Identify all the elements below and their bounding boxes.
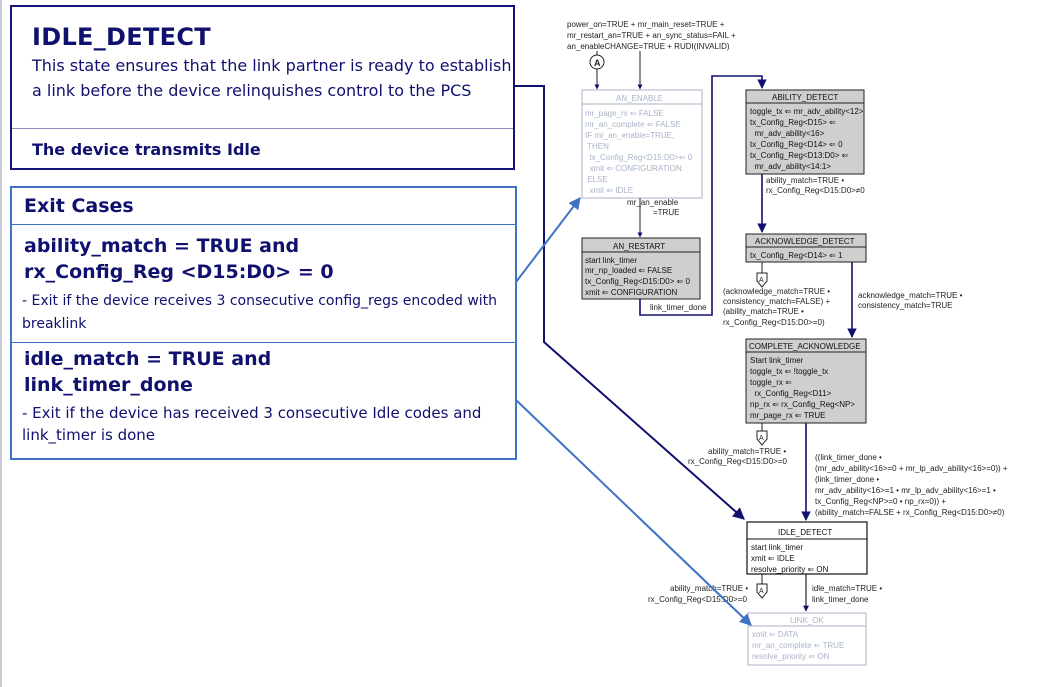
complete-exit-condition: (link_timer_done • [815, 475, 879, 484]
left-edge-strip [0, 0, 2, 687]
complete-exit-condition: (ability_match=FALSE + rx_Config_Reg<D15… [815, 508, 1005, 517]
reset-condition-line: mr_restart_an=TRUE + an_sync_status=FAIL… [567, 31, 736, 40]
ack-back-condition: rx_Config_Reg<D15:D0>=0) [723, 318, 825, 327]
panel-divider [12, 128, 513, 129]
state-ability-detect-line: tx_Config_Reg<D14> ⇐ 0 [750, 140, 843, 149]
state-complete-acknowledge-line: toggle_rx ⇐ [750, 378, 792, 387]
reset-condition-line: power_on=TRUE + mr_main_reset=TRUE + [567, 20, 725, 29]
transmit-note: The device transmits Idle [32, 140, 261, 159]
exit-case-divider [12, 342, 515, 343]
state-complete-acknowledge-line: np_rx ⇐ rx_Config_Reg<NP> [750, 400, 855, 409]
reset-condition-line: an_enableCHANGE=TRUE + RUDI(INVALID) [567, 42, 730, 51]
state-idle-detect [746, 521, 868, 575]
ack-back-condition: consistency_match=FALSE) + [723, 297, 830, 306]
state-acknowledge-detect [745, 233, 867, 263]
state-an-enable-line: ELSE [585, 175, 608, 184]
state-complete-acknowledge-title: COMPLETE_ACKNOWLEDGE [749, 342, 861, 351]
ack-back-condition: (ability_match=TRUE • [723, 307, 804, 316]
state-complete-acknowledge-line: Start link_timer [750, 356, 804, 365]
state-ability-detect-line: mr_adv_ability<16> [750, 129, 825, 138]
state-an-restart [581, 237, 701, 300]
edge-ability-label: rx_Config_Reg<D15:D0>≠0 [766, 186, 865, 195]
state-ability-detect [745, 89, 865, 175]
state-complete-acknowledge-line: rx_Config_Reg<D11> [750, 389, 832, 398]
state-ability-detect-line: toggle_tx ⇐ mr_adv_ability<12> [750, 107, 864, 116]
state-idle-detect-line: start link_timer [751, 543, 803, 552]
callout-case2-arrow [515, 399, 752, 626]
edge-enable-label: =TRUE [653, 208, 679, 217]
state-an-enable [581, 89, 703, 199]
state-ability-detect-line: tx_Config_Reg<D13:D0> ⇐ [750, 151, 849, 160]
state-idle-detect-line: xmit ⇐ IDLE [751, 554, 795, 563]
state-acknowledge-detect-title: ACKNOWLEDGE_DETECT [755, 237, 855, 246]
connector-a-small [756, 272, 768, 288]
exit-case-1-note: - Exit if the device receives 3 consecut… [22, 293, 498, 332]
state-link-ok-title: LINK_OK [790, 616, 824, 625]
idle-back-condition: ability_match=TRUE • [670, 584, 748, 593]
connector-a-small [756, 430, 768, 446]
state-acknowledge-detect-line: tx_Config_Reg<D14> ⇐ 1 [750, 251, 843, 260]
state-an-restart-line: xmit ⇐ CONFIGURATION [585, 288, 678, 297]
state-an-enable-line: mr_an_complete ⇐ FALSE [585, 120, 681, 129]
state-an-enable-title: AN_ENABLE [616, 94, 663, 103]
complete-exit-condition: (mr_adv_ability<16>=0 + mr_lp_adv_abilit… [815, 464, 1008, 473]
state-ability-detect-line: tx_Config_Reg<D15> ⇐ [750, 118, 836, 127]
edge-enable-label: mr_an_enable [627, 198, 679, 207]
state-link-ok-line: xmit ⇐ DATA [752, 630, 799, 639]
state-ability-detect-title: ABILITY_DETECT [772, 93, 838, 102]
state-an-restart-line: start link_timer [585, 256, 637, 265]
state-an-enable-line: xmit ⇐ CONFIGURATION [585, 164, 682, 173]
exit-case-2-condition: idle_match = TRUE and link_timer_done [24, 348, 272, 396]
state-link-ok-line: mr_an_complete ⇐ TRUE [752, 641, 844, 650]
complete-exit-condition: ((link_timer_done • [815, 453, 882, 462]
edge-restart-label: link_timer_done [650, 303, 707, 312]
state-complete-acknowledge [745, 338, 867, 424]
idle-exit-condition: idle_match=TRUE • [812, 584, 882, 593]
connector-a-small [756, 583, 768, 599]
state-an-enable-line: xmit ⇐ IDLE [585, 186, 633, 195]
edge-ability-label: ability_match=TRUE • [766, 176, 844, 185]
complete-back-condition: ability_match=TRUE • [708, 447, 786, 456]
state-title: IDLE_DETECT [32, 23, 211, 51]
state-complete-acknowledge-line: mr_page_rx ⇐ TRUE [750, 411, 825, 420]
complete-exit-condition: tx_Config_Reg<NP>=0 • np_rx=0)) + [815, 497, 946, 506]
state-an-enable-line: THEN [585, 142, 609, 151]
exit-case-1-condition: ability_match = TRUE and rx_Config_Reg <… [24, 235, 334, 283]
state-an-enable-line: mr_page_rx ⇐ FALSE [585, 109, 664, 118]
state-an-restart-line: tx_Config_Reg<D15:D0> ⇐ 0 [585, 277, 691, 286]
state-complete-acknowledge-line: toggle_tx ⇐ !toggle_tx [750, 367, 828, 376]
complete-exit-condition: mr_adv_ability<16>=1 • mr_lp_adv_ability… [815, 486, 996, 495]
state-idle-detect-line: resolve_priority ⇐ ON [751, 565, 829, 574]
exit-case-2-note: - Exit if the device has received 3 cons… [22, 404, 482, 444]
idle-back-condition: rx_Config_Reg<D15:D0>=0 [648, 595, 748, 604]
state-description-panel: IDLE_DETECT This state ensures that the … [10, 5, 515, 170]
state-an-enable-line: tx_Config_Reg<D15:D0>⇐ 0 [585, 153, 693, 162]
edge-ack-label: consistency_match=TRUE [858, 301, 952, 310]
connector-a-small-label: A [759, 435, 764, 442]
state-idle-detect-title: IDLE_DETECT [778, 528, 832, 537]
state-link-ok [747, 612, 867, 666]
edge-ack-label: acknowledge_match=TRUE • [858, 291, 963, 300]
state-link-ok-line: resolve_priority ⇐ ON [752, 652, 830, 661]
callout-idle-detect-connector [515, 85, 745, 520]
ack-back-condition: (acknowledge_match=TRUE • [723, 287, 830, 296]
idle-exit-condition: link_timer_done [812, 595, 869, 604]
state-an-restart-line: mr_np_loaded ⇐ FALSE [585, 266, 672, 275]
callout-case1-arrow [515, 197, 581, 283]
exit-header-divider [12, 224, 515, 225]
exit-cases-header: Exit Cases [24, 195, 134, 217]
complete-back-condition: rx_Config_Reg<D15:D0>=0 [688, 457, 788, 466]
edge-restart-to-ability [639, 75, 767, 316]
exit-cases-panel: Exit Cases ability_match = TRUE and rx_C… [10, 186, 517, 460]
state-description: This state ensures that the link partner… [32, 56, 512, 100]
state-an-enable-line: IF mr_an_enable=TRUE, [585, 131, 674, 140]
state-ability-detect-line: mr_adv_ability<14:1> [750, 162, 831, 171]
connector-a-label: A [594, 58, 601, 68]
state-an-restart-title: AN_RESTART [613, 242, 665, 251]
connector-a-small-label: A [759, 588, 764, 595]
connector-a-small-label: A [759, 277, 764, 284]
